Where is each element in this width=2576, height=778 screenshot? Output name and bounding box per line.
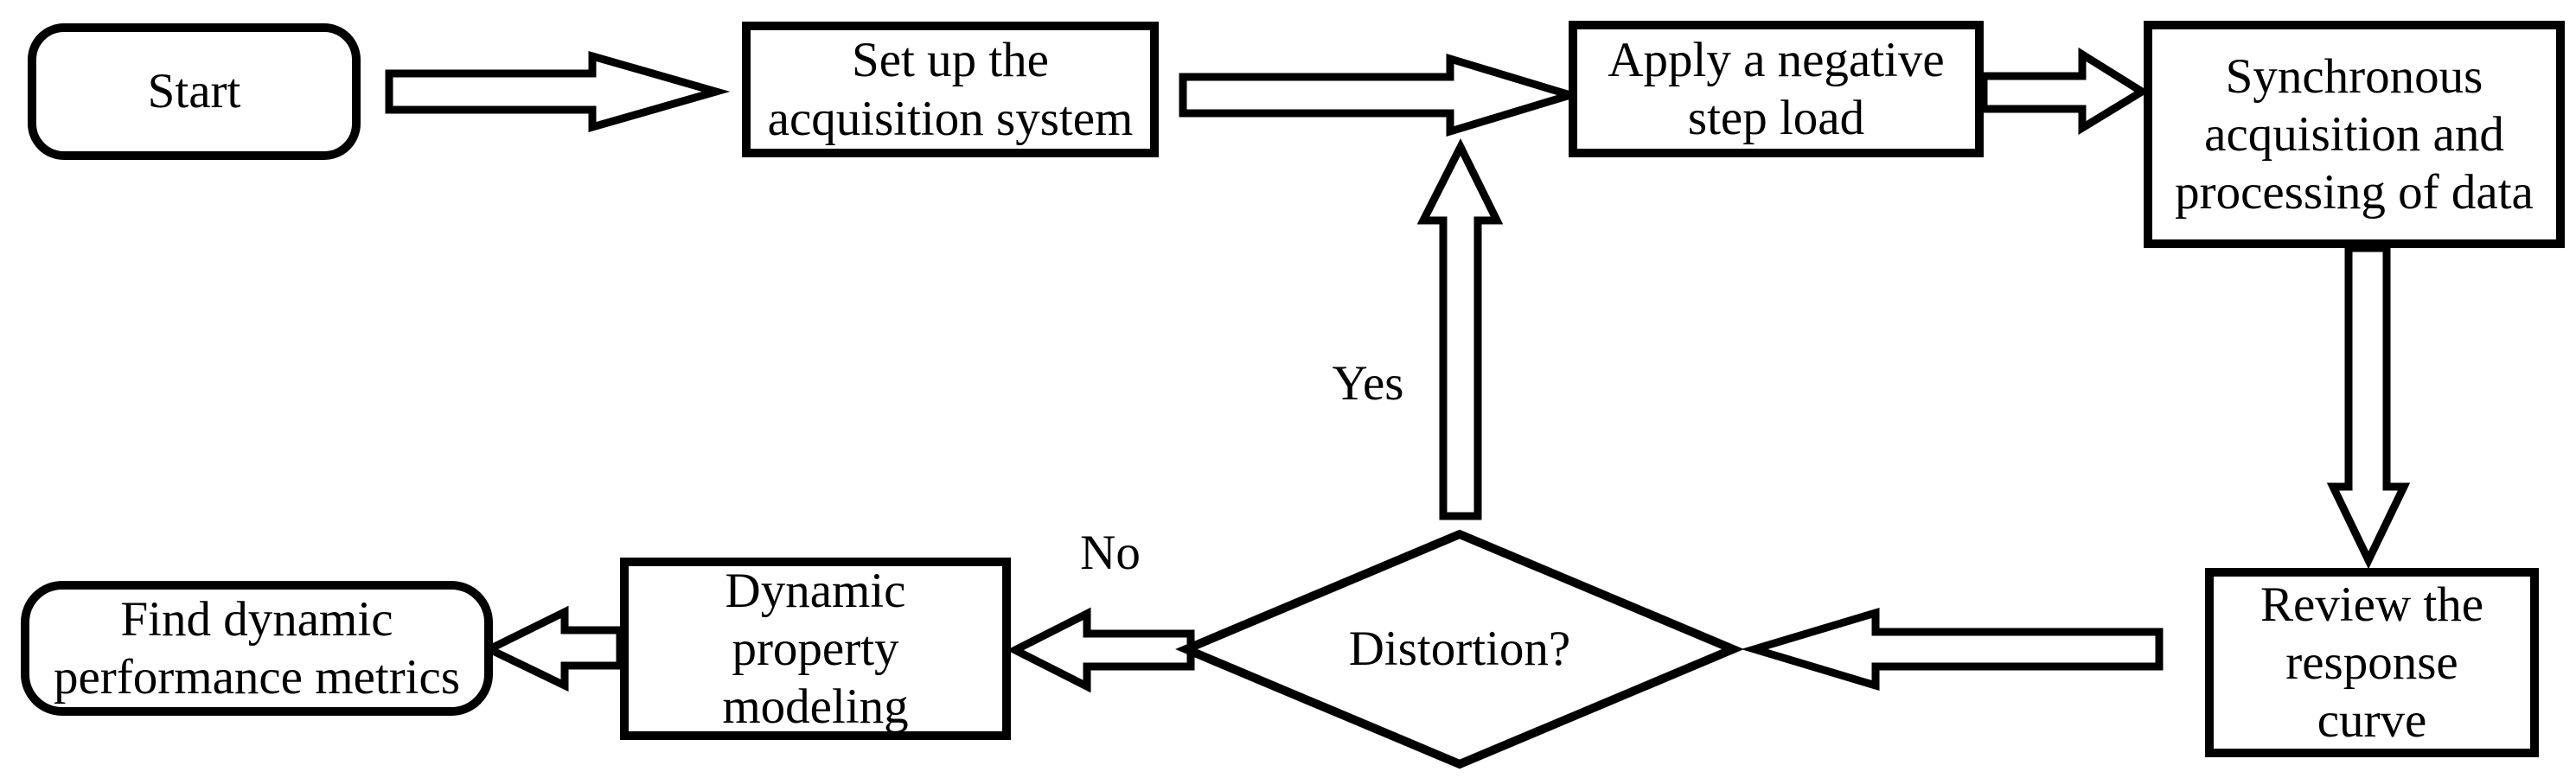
node-apply-negative-step-load: Apply a negative step load — [1569, 21, 1984, 157]
edge-label-no: No — [1080, 525, 1141, 580]
arrow-dynamic-to-find — [480, 605, 624, 692]
node-setup-acquisition-system: Set up the acquisition system — [742, 22, 1159, 157]
edge-label-yes: Yes — [1332, 355, 1404, 411]
node-distortion-label: Distortion? — [1348, 621, 1571, 676]
arrow-start-to-setup — [385, 51, 731, 132]
node-review-response-curve: Review the response curve — [2205, 568, 2539, 757]
node-synchronous-acquisition: Synchronous acquisition and processing o… — [2144, 21, 2565, 248]
arrow-distortion-to-dynamic — [1007, 607, 1195, 693]
arrow-sync-to-review — [2326, 244, 2411, 570]
node-start: Start — [28, 23, 361, 160]
arrow-distortion-to-apply-yes — [1416, 137, 1504, 520]
arrow-review-to-distortion — [1741, 607, 2164, 692]
decision-distortion-shape — [1175, 529, 1744, 769]
node-find-dynamic-performance-metrics: Find dynamic performance metrics — [21, 581, 493, 716]
arrow-setup-to-apply — [1179, 53, 1584, 137]
node-dynamic-property-modeling: Dynamic property modeling — [620, 558, 1011, 740]
arrow-apply-to-sync — [1979, 47, 2150, 136]
